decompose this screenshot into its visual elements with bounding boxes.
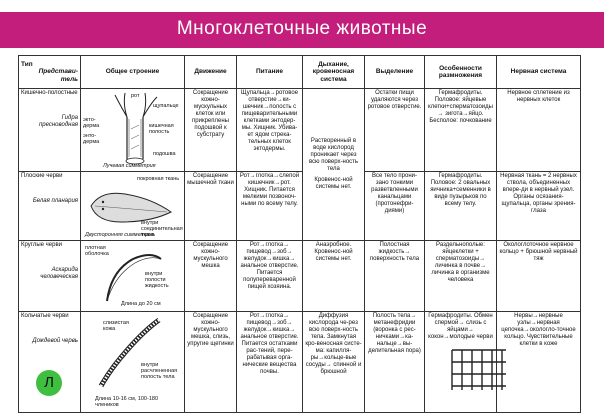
structure-cell: слизистая кожа внутри расчлененная полос… [80, 311, 185, 413]
row-type: Плоские черви [21, 173, 63, 179]
header-type-label: Тип [21, 60, 33, 68]
hydra-drawing [114, 92, 158, 165]
excretion-cell: Полостная жидкость→ поверхность тела [364, 240, 425, 312]
animals-table: Тип Представи- тель Общее строение Движе… [18, 55, 581, 413]
header-nervous: Нервная система [496, 55, 581, 89]
planaria-drawing [90, 192, 172, 223]
reproduction-cell: Гермафродиты. Половое: 2 овальных яичник… [424, 171, 497, 241]
row-type-cell: Кишечно-полостные Гидра пресноводная [18, 88, 81, 172]
nervous-chain-drawing [451, 349, 506, 390]
excretion-cell: Все тело прони-зано тонкими разветвленны… [364, 171, 425, 241]
struct-label: покровная ткань [137, 176, 180, 182]
excretion-cell: Остатки пищи удаляются через ротовое отв… [364, 88, 425, 172]
title-banner: Многоклеточные животные [0, 12, 604, 48]
struct-caption: Лучевая симметрия [103, 163, 156, 169]
movement-cell: Сокращение кожно-мускульного мешка, слиз… [184, 311, 237, 413]
struct-caption: Двусторонняя симметрия [85, 232, 155, 238]
struct-label: внутри полости жидкость [145, 271, 169, 289]
structure-cell: плотная оболочка внутри полости жидкость… [80, 240, 185, 312]
table-row: Круглые черви Аскарида человеческая плот… [18, 240, 581, 312]
page-title: Многоклеточные животные [176, 18, 428, 39]
movement-cell: Сокращение мышечной ткани [184, 171, 237, 241]
nervous-cell: Нервы→нервные узлы→нервная цепочка→около… [496, 311, 581, 413]
header-movement: Движение [184, 55, 237, 89]
struct-label: внутри соединительная ткань [141, 220, 183, 238]
struct-label: щупальце [153, 103, 179, 109]
ascaris-drawing [106, 254, 162, 302]
struct-label: подошва [153, 151, 176, 157]
struct-label: кишечная полость [149, 123, 174, 135]
respiration-text: Кровенос-ной системы нет. [314, 177, 353, 190]
header-rep-label: Представи- тель [38, 68, 78, 83]
respiration-cell: Растворенный в воде кислород проникает ч… [302, 88, 365, 241]
table-row: Кишечно-полостные Гидра пресноводная рот… [18, 88, 581, 241]
row-type: Круглые черви [21, 242, 62, 248]
struct-caption: Длина до 20 см [121, 301, 161, 307]
header-respiration: Дыхание, кровеносная система [302, 55, 365, 89]
earthworm-drawing [98, 317, 161, 388]
nervous-cell: Нервная ткань = 2 нервных ствола, объеди… [496, 171, 581, 241]
structure-cell: покровная ткань внутри соединительная тк… [80, 171, 185, 241]
struct-label: плотная оболочка [85, 245, 109, 257]
row-type: Кольчатые черви [21, 313, 69, 319]
reproduction-cell: Гермафродиты. Половое: яйцевые клетки+сп… [424, 88, 497, 172]
reproduction-cell: Раздельнополые: яйцеклетки + сперматозои… [424, 240, 497, 312]
nervous-cell: Нервное сплетение из нервных клеток [496, 88, 581, 172]
respiration-cell: Анаэробное. Кровенос-ной системы нет. [302, 240, 365, 312]
respiration-text: Растворенный в воде кислород проникает ч… [308, 138, 359, 172]
animals-table-sheet: Тип Представи- тель Общее строение Движе… [18, 55, 581, 417]
movement-cell: Сокращение кожно-мускульного мешка [184, 240, 237, 312]
header-reproduction: Особенности размножения [424, 55, 497, 89]
header-type: Тип Представи- тель [18, 55, 81, 89]
struct-caption: Длина 10-16 см, 100-180 члеников [95, 396, 158, 408]
table-header-row: Тип Представи- тель Общее строение Движе… [18, 55, 581, 89]
struct-label: слизистая кожа [103, 320, 129, 332]
excretion-cell: Полость тела→ метанефридии (воронка с ре… [364, 311, 425, 413]
row-type-cell: Кольчатые черви Дождевой червь [18, 311, 81, 413]
header-nutrition: Питание [236, 55, 303, 89]
struct-label: внутри расчлененная полость тела [141, 362, 178, 380]
nutrition-cell: Щупальца→ротовое отверстие→ки-шечник→пол… [236, 88, 303, 172]
header-structure: Общее строение [80, 55, 185, 89]
struct-label: экто-дерма [83, 117, 100, 129]
row-representative: Белая планария [32, 198, 78, 204]
row-type: Кишечно-полостные [21, 90, 78, 96]
structure-cell: рот щупальце экто-дерма энто-дерма кишеч… [80, 88, 185, 172]
row-type-cell: Круглые черви Аскарида человеческая [18, 240, 81, 312]
nutrition-cell: Рот→глотка→ пищевод→зоб→ желудок→кишка→ … [236, 311, 303, 413]
table-row: Плоские черви Белая планария покровная т… [18, 171, 581, 241]
letter-badge: Л [36, 370, 62, 396]
nutrition-cell: Рот→глотка→ пищевод→зоб→ желудок→кишка→ … [236, 240, 303, 312]
struct-label: энто-дерма [83, 133, 100, 145]
respiration-cell: Диффузия кислорода че-рез всю поверх-нос… [302, 311, 365, 413]
nervous-cell: Окологлоточное нервное кольцо + брюшной … [496, 240, 581, 312]
row-type-cell: Плоские черви Белая планария [18, 171, 81, 241]
nutrition-cell: Рот→глотка→слепой кишечник→рот. Хищник. … [236, 171, 303, 241]
row-representative: Гидра пресноводная [38, 115, 78, 128]
header-excretion: Выделение [364, 55, 425, 89]
row-representative: Аскарида человеческая [40, 267, 78, 280]
struct-label: рот [131, 93, 140, 99]
movement-cell: Сокращение кожно-мускульных клеток или п… [184, 88, 237, 172]
row-representative: Дождевой червь [32, 338, 78, 344]
table-row: Кольчатые черви Дождевой червь слизистая… [18, 311, 581, 413]
